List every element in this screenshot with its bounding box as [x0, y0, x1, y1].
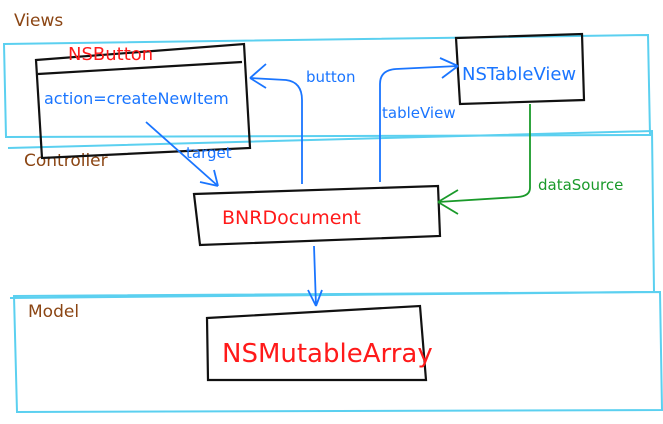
target-arrow: target	[145, 121, 232, 187]
model-label: Model	[28, 302, 79, 322]
nsbutton-box: NSButton action=createNewItem	[34, 42, 252, 160]
bnrdocument-title: BNRDocument	[222, 207, 361, 229]
document-to-array-arrow	[307, 245, 323, 307]
nstableview-box: NSTableView	[454, 32, 586, 106]
nsmutablearray-box: NSMutableArray	[205, 304, 433, 382]
controller-label: Controller	[24, 151, 108, 171]
views-band	[2, 33, 652, 139]
button-outlet-arrow: button	[249, 63, 355, 184]
nsmutablearray-title: NSMutableArray	[222, 339, 433, 369]
nsbutton-title: NSButton	[68, 44, 153, 65]
bnrdocument-box: BNRDocument	[192, 184, 442, 247]
target-label: target	[186, 144, 232, 162]
views-label: Views	[14, 11, 63, 31]
tableview-outlet-label: tableView	[382, 104, 456, 122]
datasource-label: dataSource	[538, 176, 623, 194]
button-outlet-label: button	[306, 68, 355, 86]
datasource-arrow: dataSource	[437, 104, 623, 215]
nstableview-title: NSTableView	[462, 64, 576, 85]
model-band	[12, 290, 663, 414]
nsbutton-action: action=createNewItem	[44, 89, 229, 108]
tableview-outlet-arrow: tableView	[379, 57, 459, 182]
